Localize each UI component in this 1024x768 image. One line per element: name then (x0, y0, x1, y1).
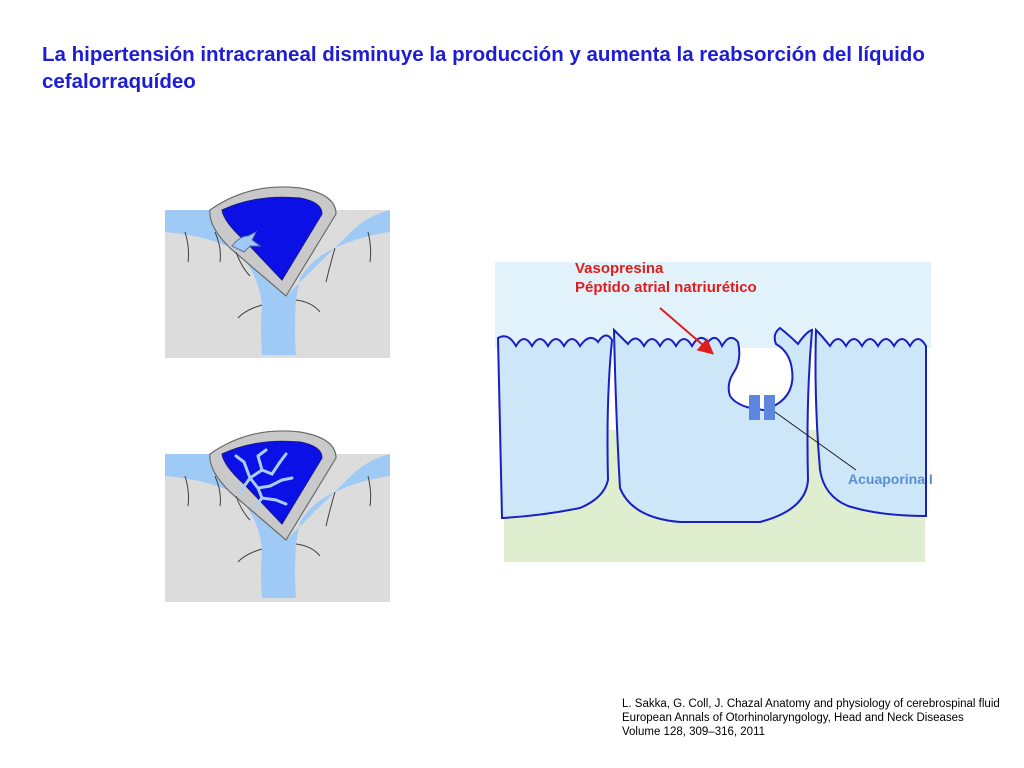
epithelial-cell-left (496, 334, 614, 520)
aquaporin-channel-left (749, 395, 760, 420)
venous-sinus (221, 196, 323, 281)
epithelium-diagram (495, 262, 931, 562)
venous-sinus (221, 440, 323, 525)
aquaporin-leader-line (774, 411, 857, 471)
aquaporin-label: Acuaporina I (848, 471, 933, 487)
aquaporin-channel-right (764, 395, 775, 420)
epithelial-cell-right (814, 327, 927, 518)
csf-space (165, 210, 390, 355)
reference-line: European Annals of Otorhinolaryngology, … (622, 712, 964, 724)
arachnoid-granulation-enlarged (234, 448, 294, 508)
arachnoid-granulation-small (231, 230, 262, 253)
reference-line: Volume 128, 309–316, 2011 (622, 726, 766, 738)
sulcus-lines (184, 475, 372, 563)
sinus-diagram-top (165, 186, 390, 358)
slide-title: La hipertensión intracraneal disminuye l… (42, 43, 925, 93)
hormone-label-anp: Péptido atrial natriurético (575, 279, 757, 296)
reference-citation: L. Sakka, G. Coll, J. Chazal Anatomy and… (622, 697, 1012, 739)
csf-space (165, 454, 390, 598)
epithelial-cell-middle (612, 326, 814, 523)
apical-lumen (495, 262, 931, 348)
hormone-label-vasopressin: Vasopresina (575, 260, 664, 277)
sinus-diagram-bottom (165, 430, 390, 602)
hormone-arrow (659, 307, 715, 355)
sulcus-lines (184, 231, 372, 319)
reference-line: L. Sakka, G. Coll, J. Chazal Anatomy and… (622, 698, 1000, 710)
